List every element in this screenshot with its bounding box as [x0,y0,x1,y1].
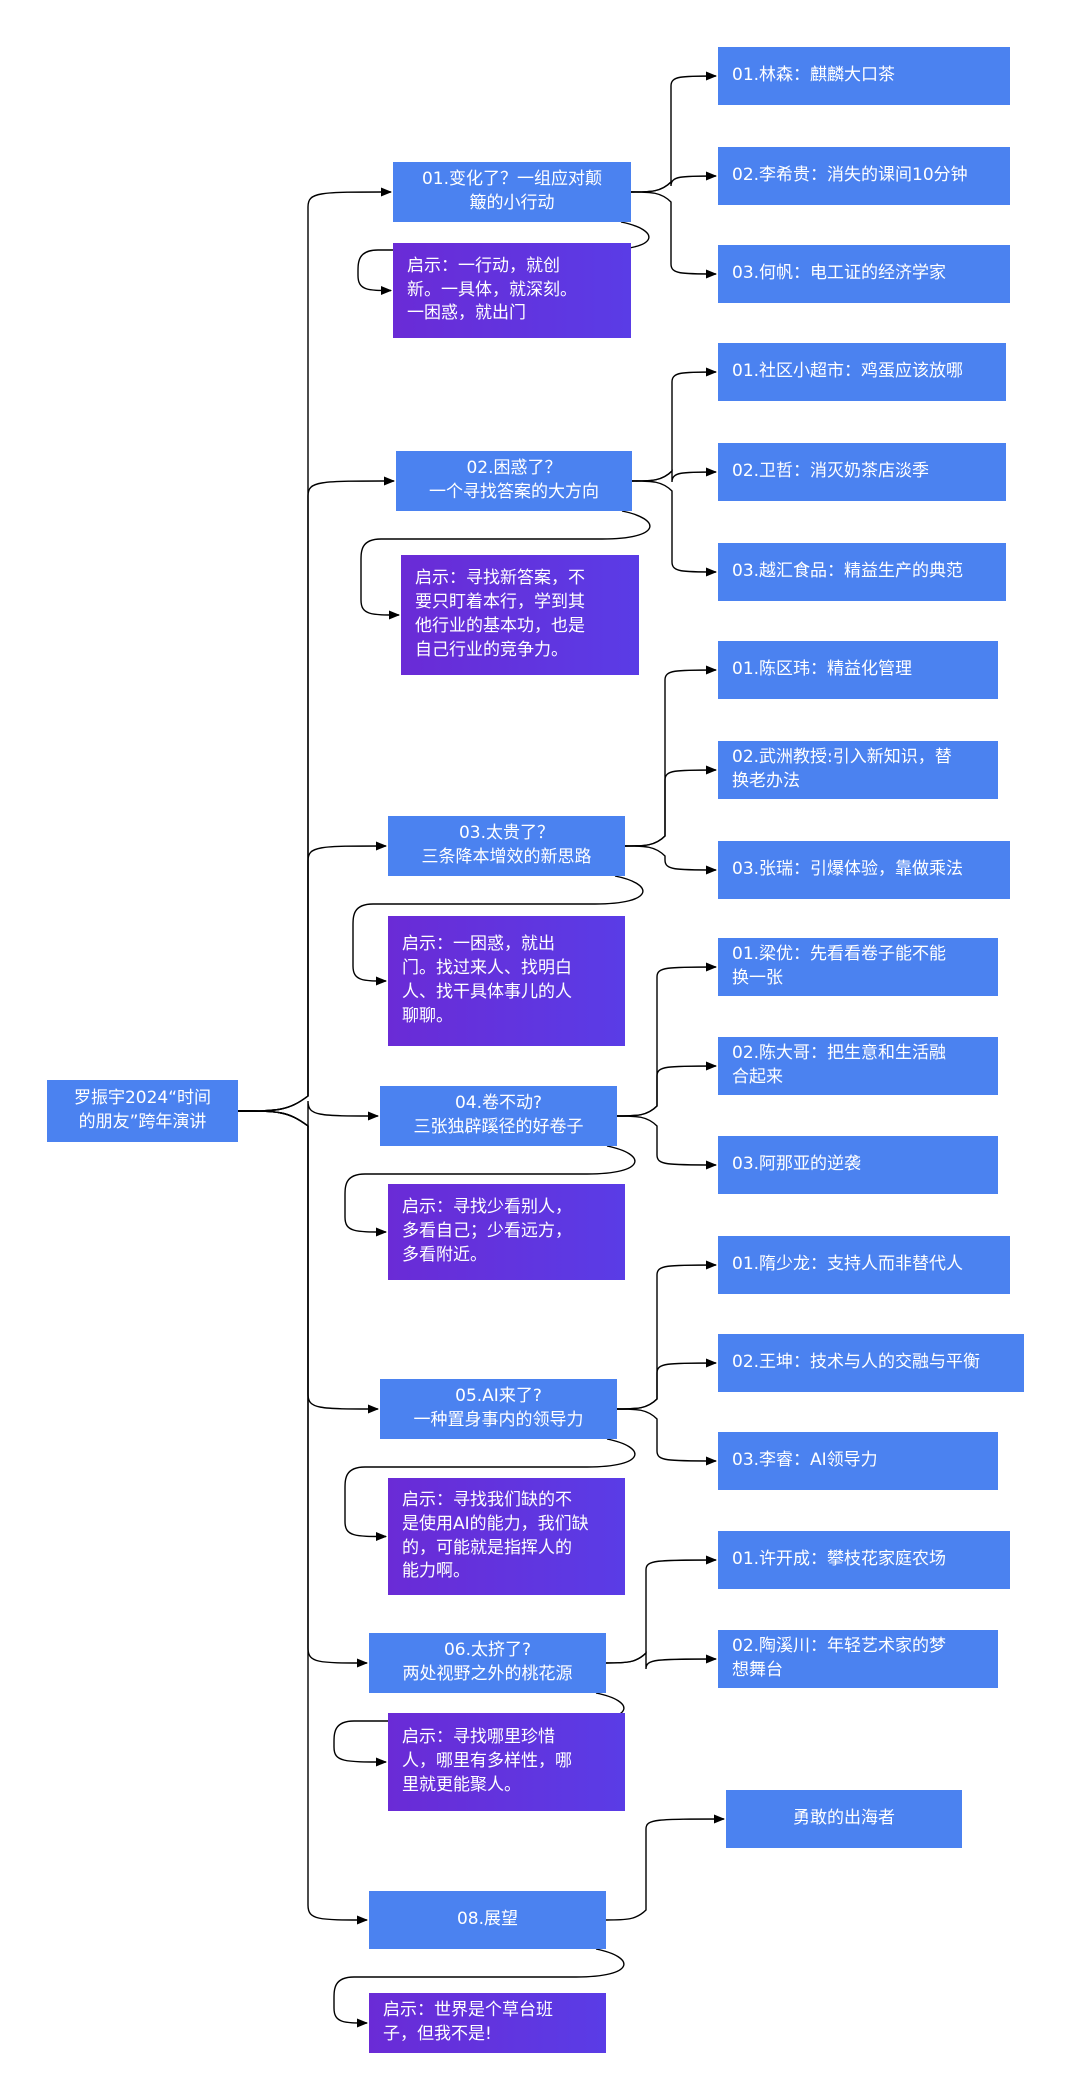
section-1-item-2[interactable]: 02.李希贵：消失的课间10分钟 [718,147,1010,205]
root-topic-label: 罗振宇2024“时间 的朋友”跨年演讲 [73,1088,212,1132]
connector-section-3-insight [352,875,644,986]
connector-root-section-6 [237,1110,369,1668]
connector-section-2-item-2 [631,467,718,483]
connector-section-6-insight [333,1692,625,1767]
connector-root-section-1 [237,187,393,1112]
connector-section-5-item-3 [616,1408,718,1466]
section-3-item-3[interactable]: 03.张瑞：引爆体验，靠做乘法 [718,841,1010,899]
section-1-item-3[interactable]: 03.何帆：电工证的经济学家 [718,245,1010,303]
section-2-item-1[interactable]: 01.社区小超市：鸡蛋应该放哪 [718,343,1006,401]
connector-section-8-item-1 [605,1814,726,1921]
section-4-title[interactable]: 04.卷不动? 三张独辟蹊径的好卷子 [380,1086,617,1146]
section-1-insight[interactable]: 启示：一行动，就创 新。一具体，就深刻。 一困惑，就出门 [393,243,631,338]
section-5-item-1[interactable]: 01.隋少龙：支持人而非替代人 [718,1236,1010,1294]
section-5-title[interactable]: 05.AI来了? 一种置身事内的领导力 [380,1379,617,1439]
connector-section-7-insight [333,1948,625,2028]
connector-section-2-item-3 [631,480,718,577]
section-8-insight[interactable]: 启示：世界是个草台班 子，但我不是! [369,1993,606,2053]
connector-section-1-item-1 [630,71,718,193]
connector-root-section-7 [237,1110,369,1925]
section-4-item-2[interactable]: 02.陈大哥：把生意和生活融 合起来 [718,1037,998,1095]
connector-section-5-insight [344,1438,636,1541]
section-3-item-2[interactable]: 02.武洲教授:引入新知识，替 换老办法 [718,741,998,799]
connector-root-section-2 [237,476,396,1112]
connector-section-2-insight [360,510,651,620]
root-topic[interactable]: 罗振宇2024“时间 的朋友”跨年演讲 [47,1080,238,1142]
section-6-item-2[interactable]: 02.陶溪川：年轻艺术家的梦 想舞台 [718,1630,998,1688]
connector-section-2-item-1 [631,367,718,482]
connector-section-5-item-2 [616,1358,718,1410]
connector-section-4-insight [344,1145,636,1237]
section-6-item-1[interactable]: 01.许开成：攀枝花家庭农场 [718,1531,1010,1589]
connector-section-1-item-3 [630,191,718,279]
connector-root-section-4 [237,1100,380,1128]
connector-section-5-item-1 [616,1260,718,1410]
section-4-insight[interactable]: 启示：寻找少看别人， 多看自己；少看远方， 多看附近。 [388,1184,625,1280]
connector-section-4-item-3 [616,1115,718,1170]
section-5-item-2[interactable]: 02.王坤：技术与人的交融与平衡 [718,1334,1024,1392]
connector-section-1-item-2 [630,171,718,193]
section-5-insight[interactable]: 启示：寻找我们缺的不 是使用AI的能力，我们缺 的，可能就是指挥人的 能力啊。 [388,1478,625,1595]
section-4-item-3[interactable]: 03.阿那亚的逆袭 [718,1136,998,1194]
section-3-title[interactable]: 03.太贵了？ 三条降本增效的新思路 [388,816,625,876]
section-2-item-2[interactable]: 02.卫哲：消灭奶茶店淡季 [718,443,1006,501]
connector-section-4-item-2 [616,1061,718,1117]
section-2-title[interactable]: 02.困惑了？ 一个寻找答案的大方向 [396,451,632,511]
section-4-item-1[interactable]: 01.梁优：先看看卷子能不能 换一张 [718,938,998,996]
connector-section-3-item-2 [624,765,718,847]
connector-section-1-insight [357,221,650,295]
connector-section-3-item-1 [624,665,718,847]
connector-section-6-item-2 [605,1651,718,1670]
section-1-item-1[interactable]: 01.林森：麒麟大口茶 [718,47,1010,105]
section-2-insight[interactable]: 启示：寻找新答案，不 要只盯着本行，学到其 他行业的基本功，也是 自己行业的竞争… [401,555,639,675]
section-8-item-1[interactable]: 勇敢的出海者 [726,1790,962,1848]
section-2-item-3[interactable]: 03.越汇食品：精益生产的典范 [718,543,1006,601]
section-3-item-1[interactable]: 01.陈区玮：精益化管理 [718,641,998,699]
section-5-item-3[interactable]: 03.李睿：AI领导力 [718,1432,998,1490]
section-1-title[interactable]: 01.变化了？一组应对颠 簸的小行动 [393,162,631,222]
connector-root-section-3 [237,841,388,1112]
section-8-title[interactable]: 08.展望 [369,1891,606,1949]
connector-section-3-item-3 [624,845,718,875]
connector-section-4-item-1 [616,962,718,1117]
section-6-title[interactable]: 06.太挤了? 两处视野之外的桃花源 [369,1633,606,1693]
section-6-insight[interactable]: 启示：寻找哪里珍惜 人，哪里有多样性，哪 里就更能聚人。 [388,1713,625,1811]
section-3-insight[interactable]: 启示：一困惑，就出 门。找过来人、找明白 人、找干具体事儿的人 聊聊。 [388,916,625,1046]
